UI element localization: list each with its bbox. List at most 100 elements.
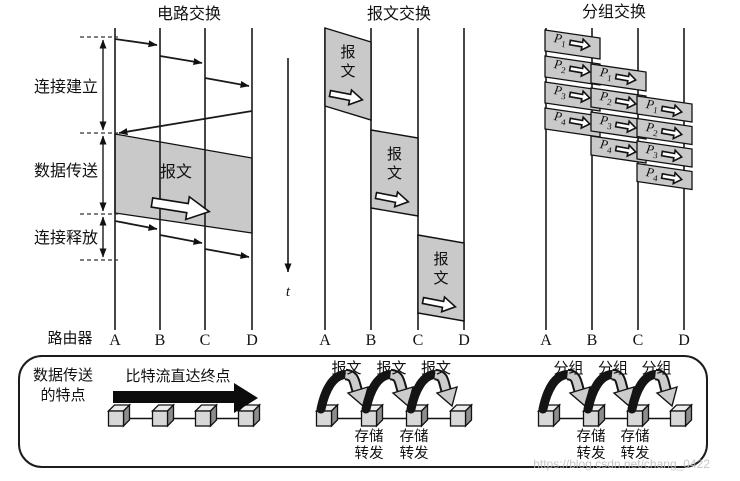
packet-flow-arrow-icon (660, 103, 684, 118)
router-cube-icon (669, 410, 687, 427)
hop-label: 分组 (641, 361, 672, 377)
router-cube-icon (360, 410, 378, 427)
panel-heading: 数据传送的特点 (32, 368, 93, 404)
packet-block-label: P3 (552, 82, 567, 102)
packet-flow-arrow-icon (568, 115, 592, 130)
node-label-c: C (199, 332, 211, 349)
watermark: https://blog.csdn.net/chang_0422 (533, 457, 710, 471)
node-label-d: D (246, 332, 258, 349)
packet-flow-arrow-icon (568, 63, 592, 78)
hop-arrow-icon (434, 370, 450, 392)
hop-arrow-icon (583, 370, 617, 414)
hop-arrow-icon (611, 370, 627, 392)
message-title: 报文交换 (366, 6, 431, 23)
packet-block-label: P3 (598, 112, 613, 132)
circuit-data-area (114, 133, 253, 234)
packet-title: 分组交换 (581, 4, 646, 21)
packet-flow-arrow-icon (568, 37, 592, 52)
router-cube-icon (626, 410, 644, 427)
packet-flow-arrow-icon (614, 95, 638, 110)
router-cube-icon (151, 410, 169, 427)
hop-arrow-icon (655, 385, 678, 408)
message-block-label: 报文 (386, 147, 402, 182)
message-flow-arrow-icon (374, 190, 410, 208)
label-data-transfer: 数据传送 (33, 163, 98, 180)
packet-flow-arrow-icon (614, 71, 638, 86)
message-block-label: 报文 (340, 45, 356, 80)
hop-arrow-icon (344, 370, 361, 392)
packet-flow-arrow-icon (660, 126, 684, 140)
signal-arrow (159, 234, 203, 245)
node-label-d: D (458, 332, 470, 349)
hop-arrow-icon (566, 370, 583, 392)
hop-arrow-icon (361, 370, 395, 414)
hop-label: 报文 (376, 361, 407, 377)
bitstream-arrow-icon (113, 383, 258, 413)
packet-block-label: P1 (552, 30, 567, 50)
hop-arrow-icon (389, 370, 406, 392)
packet-block-label: P2 (598, 88, 613, 108)
label-connection-setup: 连接建立 (33, 79, 98, 96)
node-label-c: C (632, 332, 644, 349)
router-cube-icon (194, 410, 212, 427)
packet-flow-arrow-icon (568, 89, 592, 104)
node-label-a: A (319, 332, 331, 349)
signal-arrow (204, 77, 250, 88)
node-label-b: B (154, 332, 166, 349)
hop-label: 分组 (597, 361, 628, 377)
hop-arrow-icon (435, 385, 458, 408)
node-label-b: B (365, 332, 377, 349)
label-connection-release: 连接释放 (33, 230, 98, 247)
router-cube-icon (237, 410, 255, 427)
node-label-c: C (412, 332, 424, 349)
message-flow-arrow-icon (421, 295, 457, 313)
bitstream-feature-label: 比特流直达终点 (125, 369, 231, 385)
packet-block-label: P1 (598, 64, 613, 84)
hop-arrow-icon (316, 370, 350, 414)
hop-arrow-icon (538, 370, 572, 414)
store-forward-label: 存储转发 (620, 429, 650, 462)
signal-arrow (114, 38, 158, 48)
packet-flow-arrow-icon (660, 148, 684, 163)
router-cube-icon (537, 410, 555, 427)
circuit-payload-label: 报文 (159, 164, 192, 181)
hop-arrow-icon (406, 370, 440, 414)
circuit-title: 电路交换 (156, 6, 221, 23)
hop-arrow-icon (654, 370, 670, 392)
router-cube-icon (449, 410, 467, 427)
packet-block-label: P4 (552, 108, 567, 128)
hop-label: 分组 (553, 361, 584, 377)
packet-flow-arrow-icon (614, 119, 638, 134)
circuit-flow-arrow-icon (150, 195, 211, 221)
message-flow-arrow-icon (328, 88, 364, 106)
packet-flow-arrow-icon (614, 143, 638, 158)
store-forward-label: 存储转发 (354, 429, 384, 462)
packet-block-label: P2 (552, 56, 567, 76)
packet-block-label: P4 (598, 136, 613, 156)
packet-block-label: P3 (644, 141, 659, 161)
signal-arrow (204, 248, 250, 259)
accept-arrow (118, 110, 253, 136)
hop-label: 报文 (331, 361, 362, 377)
node-label-b: B (586, 332, 598, 349)
packet-block-label: P1 (644, 96, 659, 116)
router-cube-icon (107, 410, 125, 427)
node-label-a: A (540, 332, 552, 349)
hop-arrow-icon (627, 370, 660, 414)
node-label-d: D (678, 332, 690, 349)
packet-block-label: P2 (644, 118, 659, 138)
node-label-a: A (109, 332, 121, 349)
store-forward-label: 存储转发 (576, 429, 606, 462)
packet-block-label: P4 (644, 163, 659, 183)
time-axis-label: t (285, 284, 291, 300)
packet-flow-arrow-icon (660, 171, 684, 185)
signal-arrow (159, 55, 203, 66)
store-forward-label: 存储转发 (399, 429, 429, 462)
hop-label: 报文 (420, 361, 451, 377)
router-label: 路由器 (47, 331, 93, 347)
signal-arrow (114, 220, 158, 231)
router-cube-icon (315, 410, 333, 427)
message-block-label: 报文 (433, 252, 449, 287)
